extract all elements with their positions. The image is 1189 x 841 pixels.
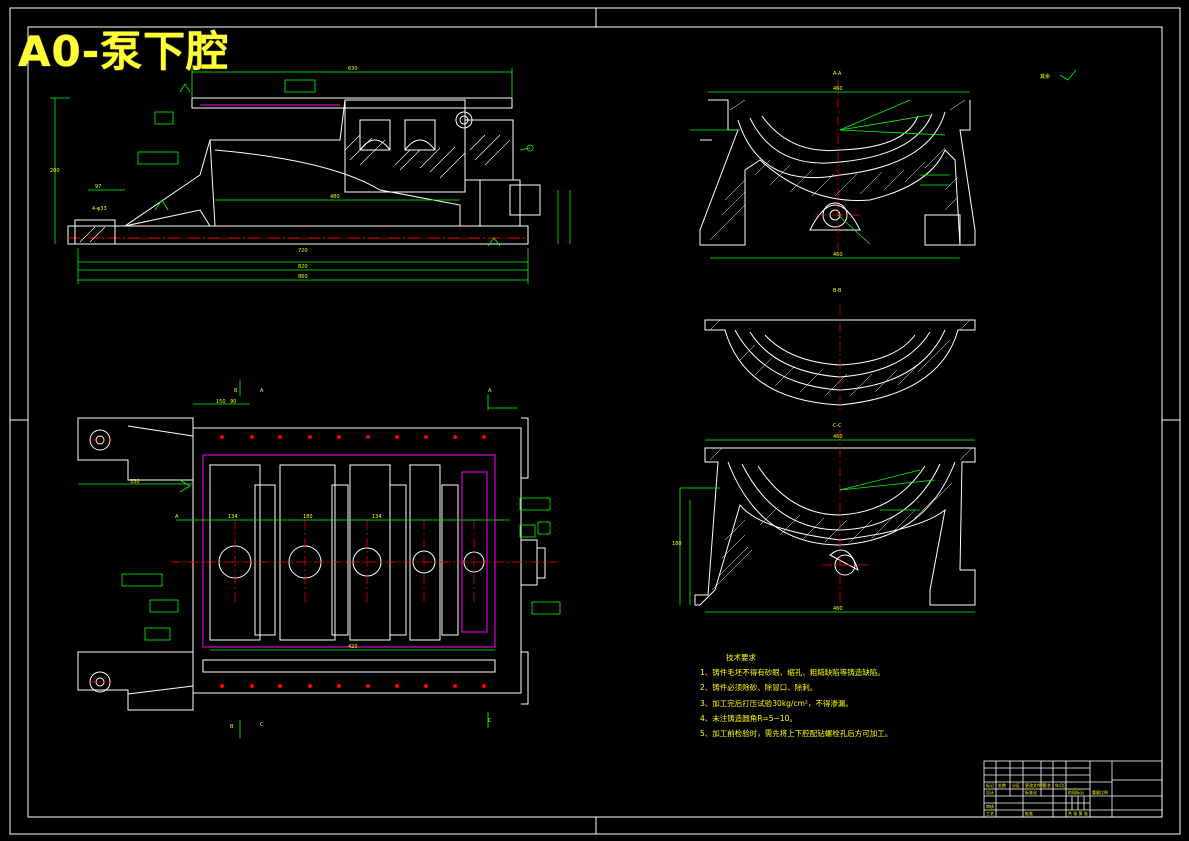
svg-text:C-C: C-C: [833, 423, 842, 429]
svg-text:420: 420: [348, 644, 358, 650]
svg-text:B: B: [234, 388, 238, 394]
svg-text:4-φ33: 4-φ33: [92, 206, 107, 212]
section-a-a-centerlines: [815, 80, 860, 250]
plan-view-dimensions: [78, 380, 561, 738]
front-view-dimensions: [50, 68, 571, 284]
svg-text:批准: 批准: [1025, 810, 1033, 816]
drawing-title: A0-泵下腔: [18, 27, 230, 76]
svg-text:标准化: 标准化: [1025, 789, 1037, 795]
svg-text:460: 460: [833, 86, 843, 92]
technical-requirements-heading: 技术要求: [726, 653, 756, 662]
section-a-a: [699, 99, 976, 246]
svg-text:A-A: A-A: [833, 71, 842, 77]
svg-text:其余: 其余: [1040, 73, 1050, 80]
section-c-c-hatch: [709, 447, 973, 591]
svg-text:134: 134: [372, 514, 382, 520]
svg-text:200: 200: [50, 168, 60, 174]
section-a-a-dimensions: [690, 69, 1077, 259]
section-c-c-texts: C-C 460 460 180: [672, 423, 843, 612]
plan-view-holes: [220, 435, 486, 688]
technical-requirements: 技术要求 1、铸件毛坯不得有砂眼、缩孔、粗糙缺陷等铸造缺陷。 2、铸件必须除砂、…: [700, 650, 892, 741]
front-view-texts: 630 720 820 860 200 480 97 4-φ33: [50, 66, 358, 280]
svg-text:A: A: [260, 388, 264, 394]
section-a-a-texts: A-A 460 460 其余: [833, 71, 1050, 258]
svg-text:标记: 标记: [986, 782, 994, 788]
section-b-b-label: B-B: [833, 288, 842, 294]
svg-text:460: 460: [833, 434, 843, 440]
plan-view-texts: 330 150 90 B A A B C C 134 180 134 420 A: [130, 388, 492, 730]
svg-text:处数: 处数: [998, 782, 1006, 788]
svg-text:134: 134: [228, 514, 238, 520]
title-block-texts: 标记 处数 分区 更改文件号 签名 年月日 设计 标准化 审核 工艺 批准 阶段…: [986, 782, 1108, 816]
svg-text:工艺: 工艺: [986, 811, 994, 816]
requirement-item-2: 2、铸件必须除砂、除冒口、除刺。: [700, 683, 818, 693]
title-block: [983, 760, 1163, 818]
svg-text:820: 820: [298, 264, 308, 270]
section-c-c-centerlines: [822, 430, 868, 610]
requirement-item-4: 4、未注铸造圆角R=5~10。: [700, 713, 797, 723]
svg-text:共 张 第 张: 共 张 第 张: [1068, 810, 1088, 816]
svg-text:330: 330: [130, 479, 140, 485]
plan-view-centerlines: [90, 439, 560, 683]
svg-text:重量: 重量: [1092, 789, 1100, 795]
svg-text:分区: 分区: [1012, 782, 1020, 788]
outer-border: [9, 7, 1181, 835]
svg-text:审核: 审核: [986, 803, 994, 809]
svg-text:C: C: [260, 722, 264, 728]
svg-text:97: 97: [95, 184, 101, 190]
svg-text:460: 460: [833, 252, 843, 258]
svg-text:460: 460: [833, 606, 843, 612]
requirement-item-3: 3、加工完后打压试验30kg/cm²，不得渗漏。: [700, 698, 853, 708]
svg-text:年月日: 年月日: [1055, 782, 1067, 788]
svg-text:C: C: [488, 718, 492, 724]
requirement-item-5: 5、加工前检验时，需先将上下腔配钻螺栓孔后方可加工。: [700, 729, 893, 739]
svg-text:B: B: [230, 724, 234, 730]
svg-text:630: 630: [348, 66, 358, 72]
svg-text:签名: 签名: [1043, 782, 1051, 788]
svg-text:720: 720: [298, 248, 308, 254]
svg-text:设计: 设计: [986, 789, 994, 795]
section-c-c-dimensions: [679, 439, 975, 613]
svg-text:180: 180: [672, 541, 682, 547]
svg-text:180: 180: [303, 514, 313, 520]
svg-text:比例: 比例: [1100, 789, 1108, 795]
svg-text:860: 860: [298, 274, 308, 280]
front-view: [67, 97, 541, 245]
svg-text:90: 90: [230, 399, 236, 405]
svg-text:更改文件号: 更改文件号: [1025, 782, 1045, 788]
inner-border: [27, 26, 1163, 818]
svg-text:A: A: [175, 514, 179, 520]
section-c-c: [694, 447, 976, 606]
centering-marks: [10, 8, 1180, 834]
plan-view: [77, 417, 546, 711]
svg-text:150: 150: [216, 399, 226, 405]
section-b-b-hatch: [709, 319, 971, 397]
svg-text:阶段标记: 阶段标记: [1068, 789, 1084, 795]
section-a-a-hatch: [709, 99, 966, 241]
requirement-item-1: 1、铸件毛坯不得有砂眼、缩孔、粗糙缺陷等铸造缺陷。: [700, 668, 885, 678]
svg-text:A: A: [488, 388, 492, 394]
svg-text:480: 480: [330, 194, 340, 200]
